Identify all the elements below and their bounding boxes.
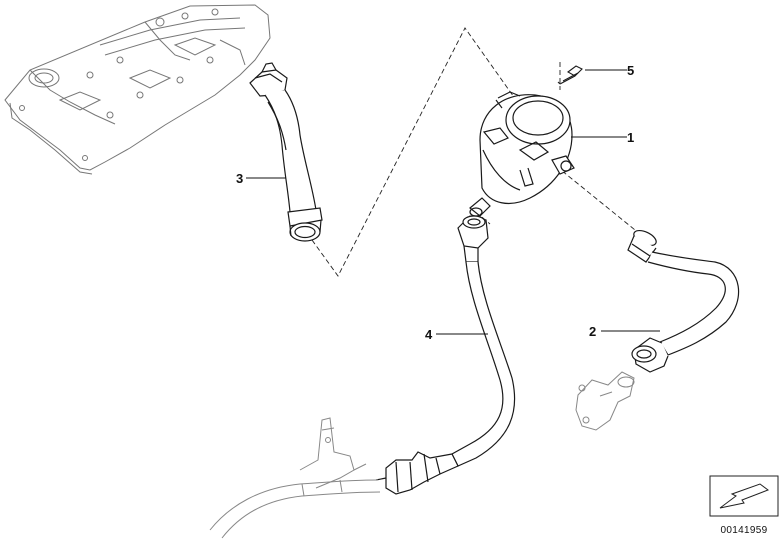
hose-part-3: [249, 62, 323, 242]
callout-2: 2: [589, 324, 596, 339]
callout-5: 5: [627, 63, 634, 78]
background-hose: [209, 417, 381, 539]
arrow-down-left-icon: [719, 483, 770, 509]
background-fitting: [575, 371, 635, 431]
valve-cover: [4, 4, 271, 175]
callout-3: 3: [236, 171, 243, 186]
reference-number: 00141959: [721, 525, 768, 536]
hose-part-4: [375, 215, 516, 495]
callout-4: 4: [425, 327, 433, 342]
callout-1: 1: [627, 130, 634, 145]
hose-part-2: [627, 229, 740, 373]
leader-lines: [246, 69, 660, 335]
oil-separator-part-1: [469, 91, 575, 217]
screw-part-5: [557, 65, 583, 85]
reference-box: 00141959: [709, 475, 779, 536]
